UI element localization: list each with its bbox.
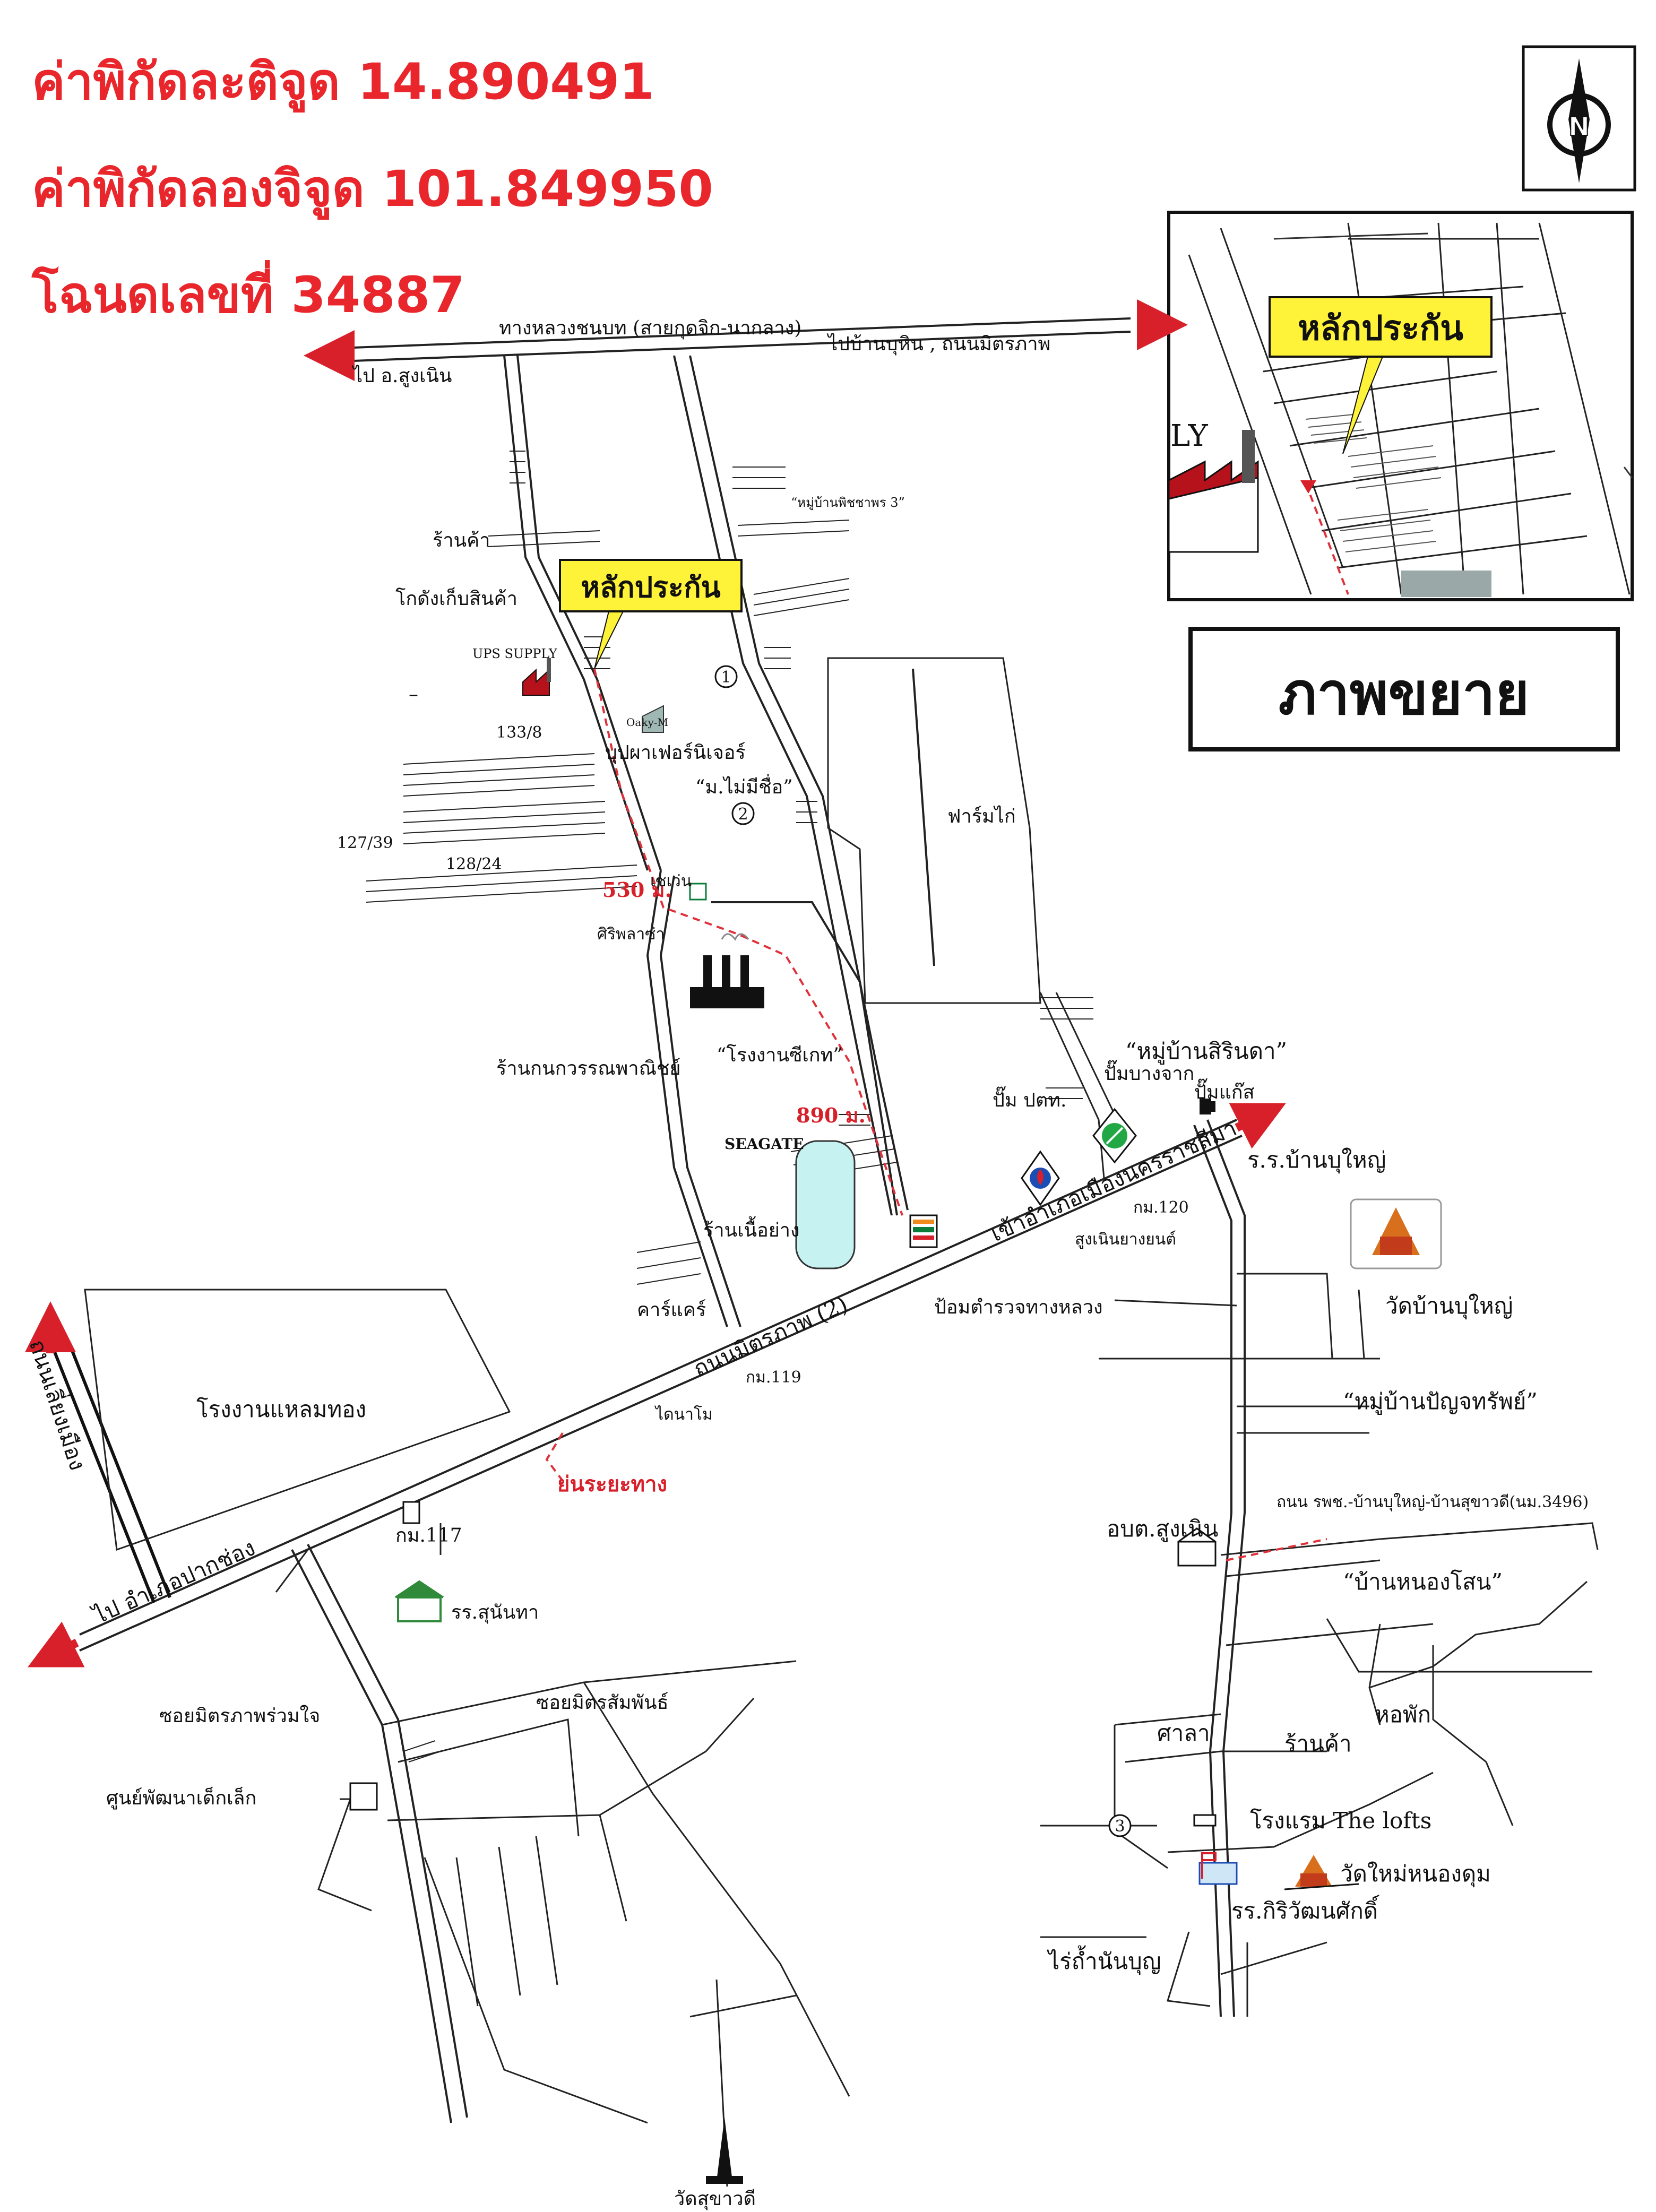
label-top-road: ทางหลวงชนบท (สายกุดจิก-นากลาง) [499, 317, 801, 340]
kiriwat-school-icon [1198, 1852, 1238, 1885]
label-panja-village: “หมู่บ้านปัญจทรัพย์” [1343, 1388, 1538, 1415]
label-kiriwat-school: รร.กิริวัฒนศักดิ์ [1231, 1895, 1379, 1924]
lofts-hotel-icon [1193, 1814, 1217, 1827]
label-wat-bu-yai: วัดบ้านบุใหญ่ [1385, 1293, 1513, 1320]
km-117-marker-icon [402, 1501, 420, 1524]
label-laem-thong-factory: โรงงานแหลมทอง [196, 1396, 366, 1422]
label-to-sungnoen: ไป อ.สูงเนิน [351, 365, 452, 387]
label-km-120: กม.120 [1133, 1198, 1189, 1217]
circle-label-3: 3 [1108, 1814, 1132, 1837]
obt-building-icon [1177, 1527, 1217, 1567]
label-no-name-village: “ม.ไม่มีชื่อ” [695, 774, 793, 798]
label-seagate: SEAGATE [724, 1135, 804, 1153]
label-pump-gas: ปั๊มแก๊ส [1194, 1078, 1255, 1103]
label-obt-sungnoen: อบต.สูงเนิน [1107, 1516, 1218, 1542]
route-to-highway [593, 668, 903, 1216]
bangchak-station-icon [1092, 1108, 1137, 1164]
label-pump-ptt: ปั๊ม ปตท. [993, 1086, 1066, 1111]
longitude-label: ค่าพิกัดลองจิจูด 101.849950 [32, 160, 713, 218]
label-chicken-farm: ฟาร์มไก่ [947, 805, 1016, 827]
label-seagate-factory: “โรงงานซีเกท” [717, 1044, 843, 1066]
label-meat-shop: ร้านเนื้อย่าง [703, 1216, 800, 1241]
inset-building-text: LY [1170, 419, 1209, 453]
label-soi-samphan: ซอยมิตรสัมพันธ์ [536, 1692, 669, 1714]
label-dist-530: 530 ม. [602, 878, 672, 902]
latitude-label: ค่าพิกัดละติจูด 14.890491 [32, 53, 654, 111]
zoom-caption: ภาพขยาย [1279, 660, 1530, 728]
shortened-route [545, 1432, 564, 1482]
child-center-icon [349, 1782, 378, 1811]
label-siri-plaza: ศิริพลาซ่า [597, 925, 665, 944]
label-km-119: กม.119 [746, 1368, 801, 1387]
oaky-building-icon [642, 705, 664, 733]
label-warehouse: โกดังเก็บสินค้า [395, 586, 518, 610]
label-wat-sukhawadi: วัดสุขาวดี [674, 2188, 756, 2210]
label-dist-890: 890 ม. [796, 1103, 866, 1127]
wat-sukhawadi-icon [706, 2118, 743, 2184]
ups-factory-icon [522, 658, 551, 696]
label-soi-ruamjai: ซอยมิตรภาพร่วมใจ [159, 1705, 320, 1727]
label-phitchaya: “หมู่บ้านพิชชาพร 3” [791, 495, 905, 511]
inset-collateral-marker: หลักประกัน [1298, 309, 1463, 348]
housing-plots [366, 451, 1093, 1762]
label-house-128: 128/24 [446, 855, 502, 874]
label-dorm: หอพัก [1375, 1701, 1431, 1727]
label-dynamo: ไดนาโม [654, 1405, 713, 1424]
label-nongson: “บ้านหนองโสน” [1343, 1569, 1503, 1595]
label-sunanta-school: รร.สุนันทา [451, 1602, 539, 1624]
collateral-marker: หลักประกัน [559, 559, 743, 669]
label-wat-nongdum: วัดใหม่หนองดุม [1340, 1861, 1491, 1888]
label-shop-2: ร้านค้า [1284, 1731, 1352, 1757]
road-network [25, 299, 1599, 2187]
label-left-bypass: ถนนเลี่ยงเมือง [24, 1336, 92, 1474]
zoom-caption-box [1188, 627, 1620, 751]
label-sala: ศาลา [1157, 1720, 1210, 1746]
label-dash: – [409, 684, 418, 705]
inset-zoom-map: LY หลักประกัน [1167, 211, 1634, 601]
label-seven: เซเว่น [650, 872, 692, 891]
label-oaky: Oaky-M [626, 716, 668, 729]
compass-north-letter: N [1568, 112, 1590, 142]
label-to-ban-buhin: ไปบ้านบุหิน , ถนนมิตรภาพ [826, 333, 1050, 356]
label-child-center: ศูนย์พัฒนาเด็กเล็ก [106, 1786, 256, 1810]
seven-eleven-icon [909, 1214, 938, 1248]
small-seven-icon [689, 883, 707, 901]
label-shortened-route: ย่นระยะทาง [557, 1472, 667, 1497]
label-school-bu-yai: ร.ร.บ้านบุใหญ่ [1247, 1147, 1386, 1174]
label-house-127: 127/39 [337, 834, 393, 852]
deed-number-label: โฉนดเลขที่ 34887 [32, 266, 465, 324]
svg-text:3: 3 [1115, 1817, 1125, 1836]
svg-text:หลักประกัน: หลักประกัน [581, 571, 720, 604]
label-ups: UPS SUPPLY [472, 646, 558, 661]
seagate-factory-icon [690, 933, 764, 1008]
sunanta-school-icon [394, 1580, 444, 1622]
label-km-117: กม.117 [395, 1525, 462, 1546]
seagate-pond [795, 1140, 856, 1269]
gas-station-icon [1200, 1099, 1215, 1114]
label-furniture: บุปผาเฟอร์นิเจอร์ [605, 742, 746, 764]
north-compass-icon: N [1522, 45, 1636, 192]
svg-text:2: 2 [738, 805, 748, 824]
label-lofts-hotel: โรงแรม The lofts [1250, 1808, 1431, 1834]
circle-label-2: 2 [731, 802, 755, 825]
label-sungnoen-yont: สูงเนินยางยนต์ [1075, 1230, 1176, 1249]
ptt-station-icon [1021, 1150, 1060, 1206]
label-police-post: ป้อมตำรวจทางหลวง [934, 1297, 1103, 1318]
temple-bu-yai-icon [1350, 1198, 1442, 1269]
label-rai-tham: ไร่ถ้ำนันบุญ [1047, 1945, 1161, 1975]
label-rps-road: ถนน รพช.-บ้านบุใหญ่-บ้านสุขาวดี(นม.3496) [1276, 1493, 1589, 1512]
label-kanok-shop: ร้านกนกวรรณพาณิชย์ [496, 1058, 681, 1079]
circle-label-1: 1 [714, 665, 738, 688]
label-carcare: คาร์แคร์ [637, 1299, 706, 1321]
label-shop-1: ร้านค้า [433, 530, 490, 551]
label-house-133: 133/8 [496, 723, 542, 742]
label-pump-bangchak: ปั๊มบางจาก [1104, 1059, 1194, 1085]
svg-text:1: 1 [721, 668, 731, 687]
wat-nongdum-icon [1295, 1855, 1332, 1887]
label-sirinda: “หมู่บ้านสิรินดา” [1125, 1038, 1287, 1065]
